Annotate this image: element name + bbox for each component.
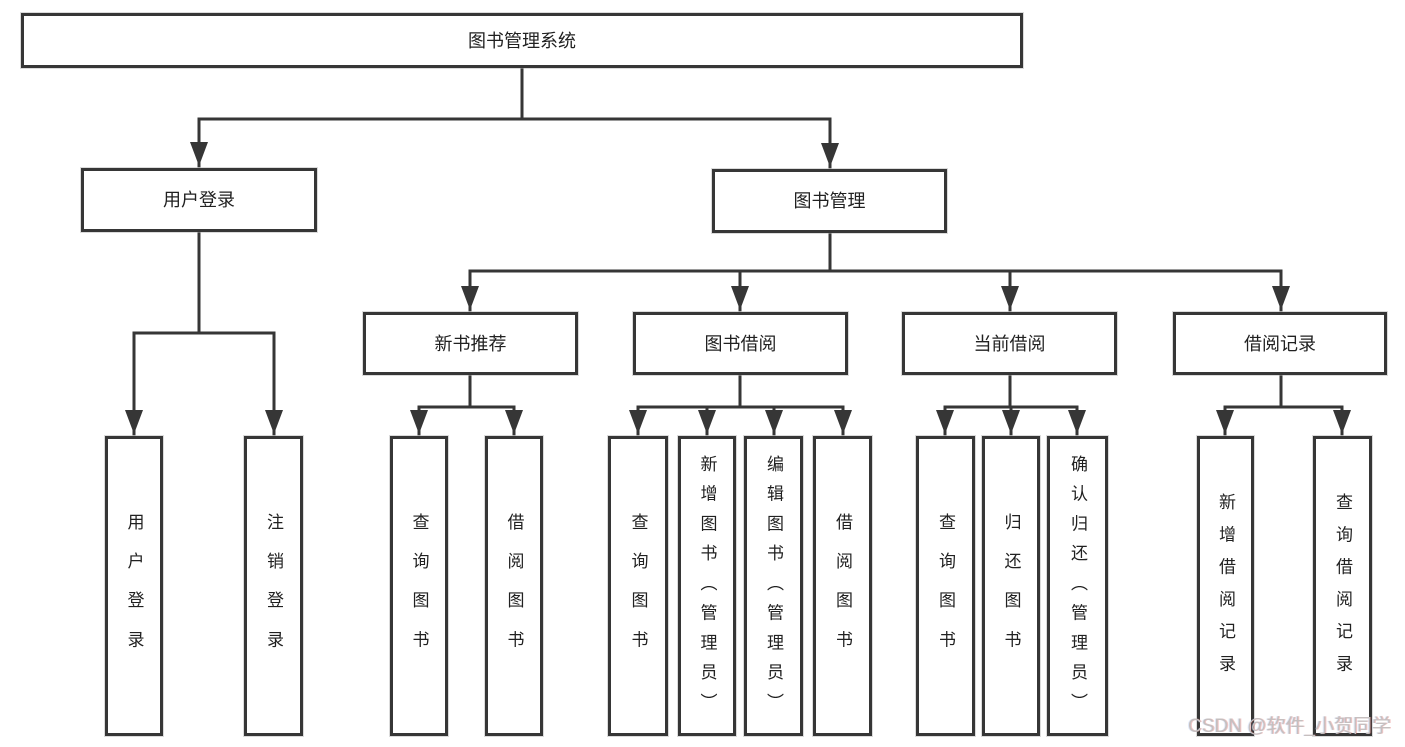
- node-label: 图书管理系统: [468, 30, 576, 51]
- leaf-confirm-return-admin: 确认归还（管理员）: [1047, 436, 1108, 736]
- node-user-login: 用户登录: [81, 168, 317, 232]
- leaf-user-login: 用户登录: [105, 436, 163, 736]
- leaf-add-book-admin: 新增图书（管理员）: [678, 436, 736, 736]
- leaf-label: 查询借阅记录: [1333, 492, 1352, 687]
- node-label: 借阅记录: [1244, 333, 1316, 354]
- leaf-logout: 注销登录: [244, 436, 303, 736]
- leaf-return-book: 归还图书: [982, 436, 1040, 736]
- leaf-label: 查询图书: [628, 513, 648, 670]
- leaf-query-book-1: 查询图书: [390, 436, 448, 736]
- leaf-label: 新增图书（管理员）: [697, 455, 717, 724]
- node-label: 新书推荐: [434, 333, 507, 354]
- leaf-query-book-3: 查询图书: [916, 436, 975, 736]
- leaf-label: 新增借阅记录: [1216, 492, 1235, 687]
- leaf-label: 确认归还（管理员）: [1068, 455, 1087, 724]
- leaf-label: 注销登录: [264, 513, 283, 670]
- node-book-borrowing: 图书借阅: [633, 312, 848, 375]
- csdn-watermark: CSDN @软件_小贺同学: [1188, 716, 1391, 737]
- node-new-book-recommend: 新书推荐: [363, 312, 578, 375]
- node-label: 图书借阅: [704, 333, 777, 354]
- node-label: 用户登录: [163, 190, 235, 210]
- node-label: 当前借阅: [973, 333, 1046, 354]
- leaf-label: 编辑图书（管理员）: [764, 455, 783, 724]
- node-current-borrowing: 当前借阅: [902, 312, 1117, 375]
- leaf-borrow-book-2: 借阅图书: [813, 436, 872, 736]
- node-library-system: 图书管理系统: [21, 13, 1023, 68]
- leaf-label: 查询图书: [409, 513, 429, 670]
- leaf-label: 查询图书: [936, 513, 955, 670]
- leaf-label: 用户登录: [124, 513, 144, 670]
- node-book-management: 图书管理: [712, 169, 947, 233]
- node-borrow-records: 借阅记录: [1173, 312, 1387, 375]
- node-label: 图书管理: [793, 191, 866, 211]
- leaf-add-borrow-record: 新增借阅记录: [1197, 436, 1254, 736]
- leaf-query-book-2: 查询图书: [608, 436, 668, 736]
- leaf-label: 借阅图书: [504, 513, 524, 670]
- leaf-label: 借阅图书: [833, 513, 852, 670]
- leaf-query-borrow-record: 查询借阅记录: [1313, 436, 1372, 736]
- leaf-label: 归还图书: [1001, 513, 1021, 670]
- leaf-borrow-book-1: 借阅图书: [485, 436, 543, 736]
- leaf-edit-book-admin: 编辑图书（管理员）: [744, 436, 803, 736]
